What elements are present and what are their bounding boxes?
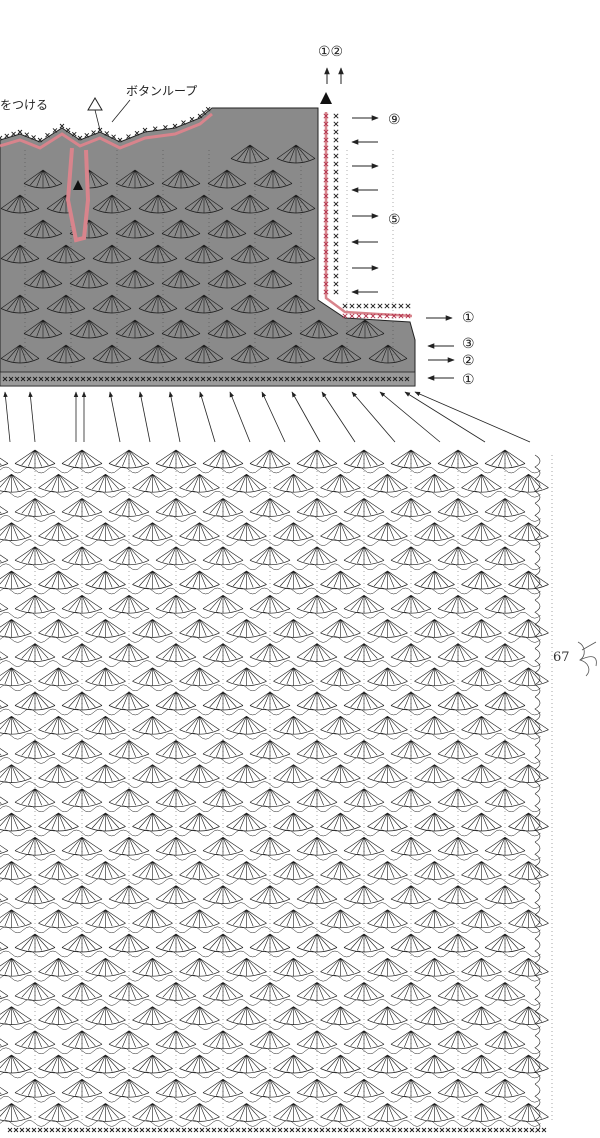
page-flourish-icon: [577, 641, 597, 677]
neck-edging: [0, 112, 213, 150]
yoke-foundation-row: [0, 371, 416, 387]
page-number: 67: [553, 650, 570, 665]
row-direction-arrows: [351, 115, 455, 381]
row-marker-5: ⑤: [388, 212, 401, 228]
yoke-panel: [0, 107, 416, 387]
triangle-marker-icon: [87, 97, 103, 111]
edge-stitch-marks: [0, 106, 411, 319]
row-marker-1b: ①: [462, 372, 475, 388]
row-marker-9: ⑨: [388, 112, 401, 128]
row-marker-3: ③: [462, 336, 475, 352]
yoke-stitch-pattern: [0, 144, 410, 382]
button-loop-edging: [65, 147, 91, 243]
row-marker-2: ②: [462, 353, 475, 369]
pattern-connector-lines: [3, 391, 531, 443]
row-marker-top: ①②: [318, 44, 343, 60]
triangle-marker-icon: [320, 92, 332, 104]
row-marker-1a: ①: [462, 310, 475, 326]
button-loop-label: ボタンループ: [126, 84, 197, 98]
body-stitch-pattern: [0, 449, 553, 1133]
attach-label: をつける: [0, 98, 48, 112]
triangle-marker-icon: [73, 180, 83, 190]
